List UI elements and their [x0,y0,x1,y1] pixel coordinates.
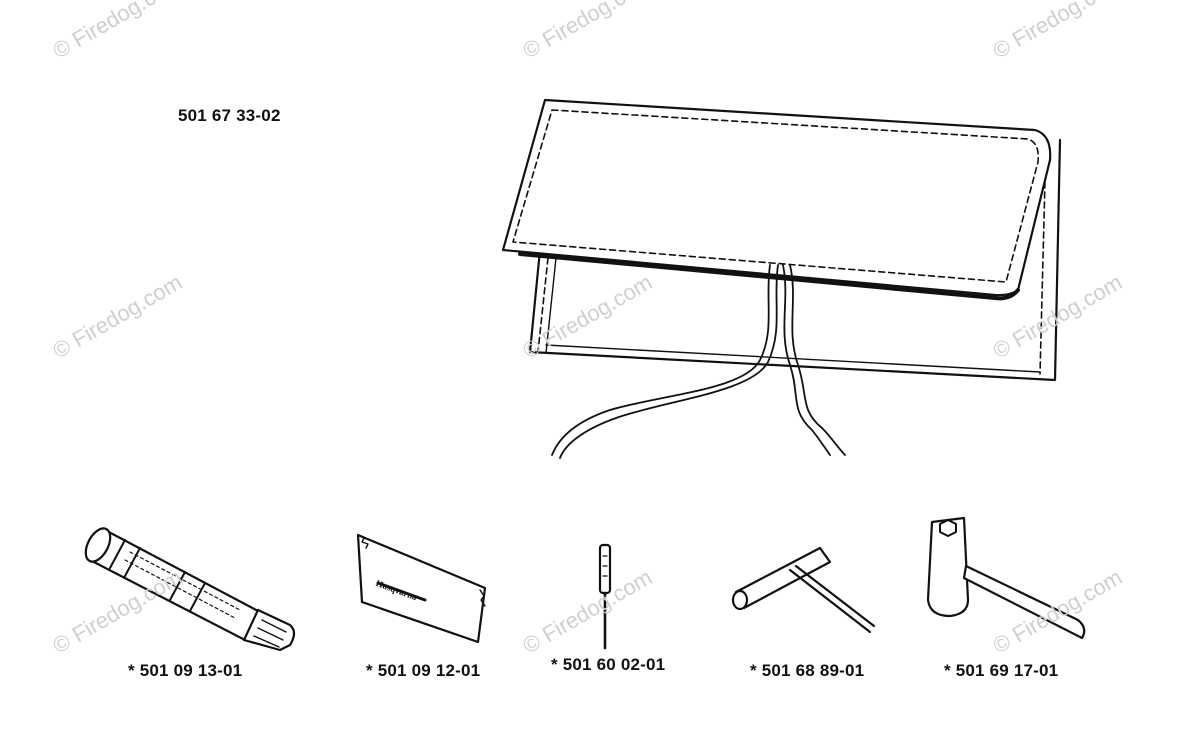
pouch-bottom-seam [545,344,1041,373]
spanner-socket-hex [939,519,957,537]
tube-nozzle-grip [253,619,287,648]
part-number-sachet: * 501 09 12-01 [366,661,481,680]
part-number-tool-pouch: 501 67 33-02 [178,106,281,125]
screwdriver-illustration [598,543,612,650]
pouch-flap [501,98,1052,297]
pouch-tie-string-2 [559,264,779,459]
screwdriver-handle-grooves [602,555,608,577]
part-number-screwdriver: * 501 60 02-01 [551,655,666,674]
sachet-outline [356,533,487,644]
spanner-socket [926,516,970,618]
spanner-handle [962,564,1086,640]
pouch-flap-stitching [512,109,1040,283]
tube-end-cap [84,527,112,563]
t-wrench-bar [788,564,876,634]
pouch-back-panel [528,138,1062,382]
sachet-top-serration [357,534,486,607]
tube-rings [109,539,206,612]
t-wrench-illustration [731,546,876,634]
sachet-print-block [376,581,427,602]
tool-pouch-illustration [501,98,1062,459]
pouch-tie-string-3 [782,264,831,456]
pouch-right-seam [1039,141,1047,375]
part-number-t-wrench: * 501 68 89-01 [750,661,865,680]
pouch-left-seam [537,257,549,353]
part-number-grease-tube: * 501 09 13-01 [128,661,243,680]
combination-spanner-illustration [926,516,1086,640]
tube-shading [124,551,241,619]
pouch-left-edge [545,257,557,354]
pouch-tie-string-1 [551,264,771,456]
pouch-flap-lower-edge [518,252,1020,301]
grease-tube-illustration [84,527,296,652]
t-wrench-tube-end [731,589,749,611]
sachet-illustration [356,533,487,644]
part-number-combination-spanner: * 501 69 17-01 [944,661,1059,680]
pouch-tie-string-4 [789,264,846,456]
t-wrench-tube [734,546,832,610]
